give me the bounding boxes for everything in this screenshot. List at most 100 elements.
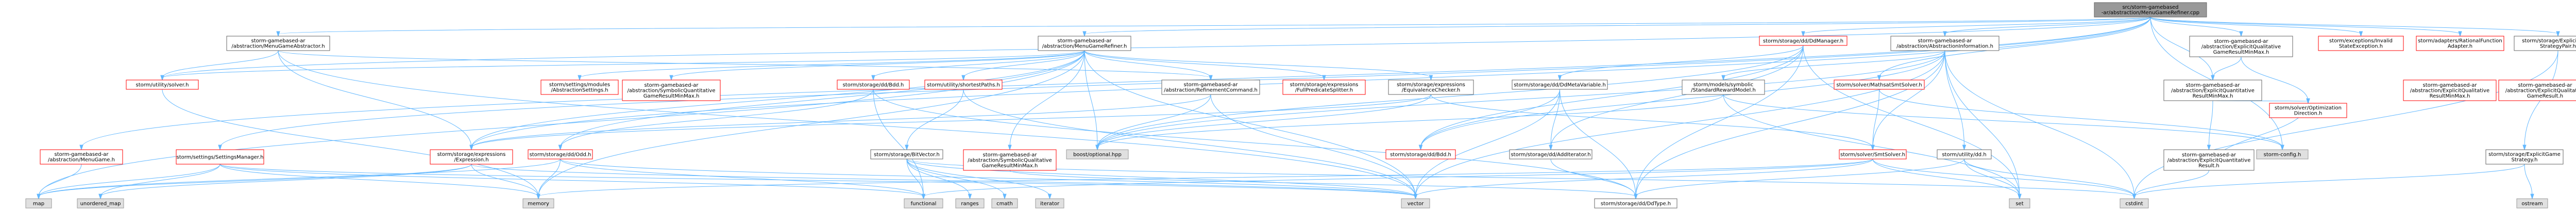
node-box xyxy=(1035,198,1064,209)
dependency-edge-smt-to-functional xyxy=(921,158,1873,200)
node-box xyxy=(1682,79,1765,95)
node-box xyxy=(2009,198,2030,209)
node-label: storm-gamebased-ar xyxy=(2182,152,2236,158)
node-box xyxy=(1388,79,1474,95)
node-ostream: ostream xyxy=(2516,198,2548,209)
node-label: storm/storage/BitVector.h xyxy=(874,152,940,157)
node-label: storm/utility/dd.h xyxy=(1942,152,1986,157)
node-mga[interactable]: storm-gamebased-ar/abstraction/MenuGameA… xyxy=(226,36,330,51)
node-label: storm/solver/MathsatSmtSolver.h xyxy=(1836,82,1922,88)
node-label: StateException.h xyxy=(2339,44,2383,50)
node-label: /abstraction/AbstractionInformation.h xyxy=(1896,44,1993,50)
node-label: StrategyPair.h xyxy=(2540,44,2576,50)
node-label: ranges xyxy=(961,201,978,206)
node-box xyxy=(904,198,943,209)
node-eqgr[interactable]: storm-gamebased-ar/abstraction/ExplicitQ… xyxy=(2189,36,2293,57)
dependency-edge-mga-to-usolver xyxy=(160,50,279,81)
node-mgr[interactable]: storm-gamebased-ar/abstraction/MenuGameR… xyxy=(1038,36,1131,51)
node-label: GameResultMinMax.h xyxy=(2213,50,2269,55)
dependency-edge-mgr-to-equiv xyxy=(1084,50,1433,81)
node-box xyxy=(2516,198,2548,209)
dependency-edge-equiv-to-expr xyxy=(469,94,1431,151)
node-label: storm/adapters/RationalFunction xyxy=(2418,38,2502,44)
node-egsp[interactable]: storm/storage/ExplicitGameStrategyPair.h xyxy=(2514,36,2576,51)
node-box xyxy=(2416,36,2504,51)
node-absset[interactable]: storm/settings/modules/AbstractionSettin… xyxy=(540,79,619,95)
node-label: ResultMinMax.h xyxy=(2430,93,2470,99)
node-mathsat[interactable]: storm/solver/MathsatSmtSolver.h xyxy=(1834,79,1925,90)
node-box xyxy=(1161,79,1260,95)
node-dbdd[interactable]: storm/storage/dd/Bdd.h xyxy=(837,79,910,90)
node-dbdd2[interactable]: storm/storage/dd/Bdd.h xyxy=(1385,149,1456,160)
node-odd[interactable]: storm/storage/dd/Odd.h xyxy=(528,149,593,160)
node-box xyxy=(176,149,264,165)
node-box xyxy=(2163,79,2262,101)
node-eqnr[interactable]: storm-gamebased-ar/abstraction/ExplicitQ… xyxy=(2163,79,2262,101)
node-box xyxy=(1890,36,1999,51)
node-eqlgr2[interactable]: storm-gamebased-ar/abstraction/ExplicitQ… xyxy=(2403,79,2497,101)
node-box xyxy=(1512,79,1608,90)
node-eqr[interactable]: storm-gamebased-ar/abstraction/ExplicitQ… xyxy=(2163,149,2255,171)
node-box xyxy=(40,149,123,165)
dependency-edge-root-to-usolver xyxy=(160,17,2151,81)
node-usolver[interactable]: storm/utility/solver.h xyxy=(126,79,199,90)
node-abinfo[interactable]: storm-gamebased-ar/abstraction/Abstracti… xyxy=(1890,36,1999,51)
dependency-edge-arc-to-boostopt xyxy=(1095,94,1211,151)
node-box xyxy=(226,36,330,51)
node-smt[interactable]: storm/solver/SmtSolver.h xyxy=(1839,149,1907,160)
dependency-edge-mgr-to-arc xyxy=(1084,50,1213,81)
node-box xyxy=(126,79,199,90)
node-fullpred[interactable]: storm/storage/expressions/FullPredicateS… xyxy=(1282,79,1366,95)
node-label: /abstraction/ExplicitQualitative xyxy=(2505,88,2576,93)
node-sqlgr[interactable]: storm-gamebased-ar/abstraction/SymbolicQ… xyxy=(963,149,1057,171)
node-box xyxy=(528,149,593,160)
node-label: cstdint xyxy=(2125,201,2143,206)
node-mg[interactable]: storm-gamebased-ar/abstraction/MenuGame.… xyxy=(40,149,123,165)
node-label: storm-gamebased-ar xyxy=(645,83,699,88)
node-label: storm-gamebased-ar xyxy=(1058,38,1112,44)
node-box xyxy=(1401,198,1430,209)
node-ddadd[interactable]: storm/storage/dd/AddIterator.h xyxy=(1509,149,1592,160)
node-utildd[interactable]: storm/utility/dd.h xyxy=(1937,149,1992,160)
node-label: Adapter.h xyxy=(2448,44,2472,50)
node-label: src/storm-gamebased xyxy=(2122,5,2178,10)
node-usp[interactable]: storm/utility/shortestPaths.h xyxy=(924,79,1003,90)
node-egr[interactable]: storm-gamebased-ar/abstraction/ExplicitQ… xyxy=(2498,79,2576,101)
node-ddmv[interactable]: storm/storage/dd/DdMetaVariable.h xyxy=(1512,79,1608,90)
node-label: storm/exceptions/Invalid xyxy=(2329,38,2393,44)
node-label: /abstraction/ExplicitQualitative xyxy=(2410,88,2489,93)
node-label: GameResultMinMax.h xyxy=(643,93,700,99)
node-equiv[interactable]: storm/storage/expressions/EquivalenceChe… xyxy=(1388,79,1474,95)
node-expr[interactable]: storm/storage/expressions/Expression.h xyxy=(430,149,513,165)
node-label: GameResult.h xyxy=(2527,93,2563,99)
node-label: storm-config.h xyxy=(2264,152,2301,157)
node-iterator: iterator xyxy=(1035,198,1064,209)
dependency-edge-root-to-egsp xyxy=(2150,17,2560,37)
node-box xyxy=(1937,149,1992,160)
node-ddtype[interactable]: storm/storage/dd/DdType.h xyxy=(1594,198,1677,209)
dependency-edge-ddmv-to-ddtype xyxy=(1560,89,1638,200)
node-sqgr[interactable]: storm-gamebased-ar/abstraction/SymbolicQ… xyxy=(622,79,721,101)
node-box xyxy=(924,79,1003,90)
node-ddmgr[interactable]: storm/storage/dd/DdManager.h xyxy=(1759,36,1848,46)
dependency-edge-egs-to-cstdint xyxy=(2132,164,2525,200)
node-label: storm/utility/shortestPaths.h xyxy=(927,82,1000,88)
dependency-edge-mathsat-to-smt xyxy=(1871,89,1879,151)
node-arc[interactable]: storm-gamebased-ar/abstraction/Refinemen… xyxy=(1161,79,1260,95)
node-srm[interactable]: storm/models/symbolic/StandardRewardMode… xyxy=(1682,79,1765,95)
node-box xyxy=(1594,198,1677,209)
node-bitvec[interactable]: storm/storage/BitVector.h xyxy=(870,149,943,160)
dependency-edge-eqr-to-cstdint xyxy=(2132,170,2209,200)
node-ssm[interactable]: storm/settings/SettingsManager.h xyxy=(176,149,264,165)
node-label: set xyxy=(2015,201,2023,206)
dependency-edge-utildd-to-set xyxy=(1964,158,2022,200)
node-label: /AbstractionSettings.h xyxy=(551,88,608,93)
node-label: /abstraction/ExplicitQuantitative xyxy=(2167,157,2251,163)
node-root[interactable]: src/storm-gamebased-ar/abstraction/MenuG… xyxy=(2094,2,2207,18)
dependency-edge-utildd-to-cstdint xyxy=(1964,158,2137,200)
dependency-edge-egs-to-ostream xyxy=(2524,164,2534,200)
